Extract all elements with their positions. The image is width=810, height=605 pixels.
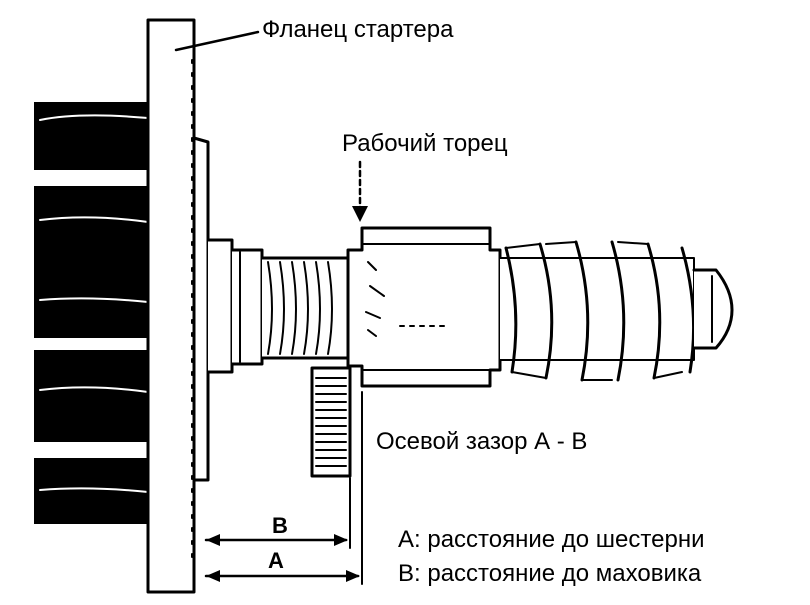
working-face-arrow (352, 160, 368, 222)
dimension-a (204, 570, 360, 582)
return-spring (499, 240, 696, 382)
working-face-label: Рабочий торец (342, 130, 508, 157)
dimension-b (204, 534, 348, 546)
dimension-a-label: A (268, 548, 284, 573)
legend-b: В: расстояние до маховика (398, 560, 702, 587)
pinion-gear (346, 226, 502, 388)
shaft-end (692, 268, 734, 350)
engine-block (34, 102, 150, 524)
flange-leader (174, 30, 260, 52)
shaft-hub (206, 238, 264, 374)
flange-label: Фланец стартера (262, 16, 454, 43)
dimension-b-label: B (272, 513, 288, 538)
starter-flange (146, 18, 210, 594)
helical-spline (260, 256, 350, 360)
axial-gap-label: Осевой зазор А - В (376, 428, 588, 455)
legend-a: А: расстояние до шестерни (398, 526, 705, 553)
flywheel-ring-gear (310, 366, 352, 478)
